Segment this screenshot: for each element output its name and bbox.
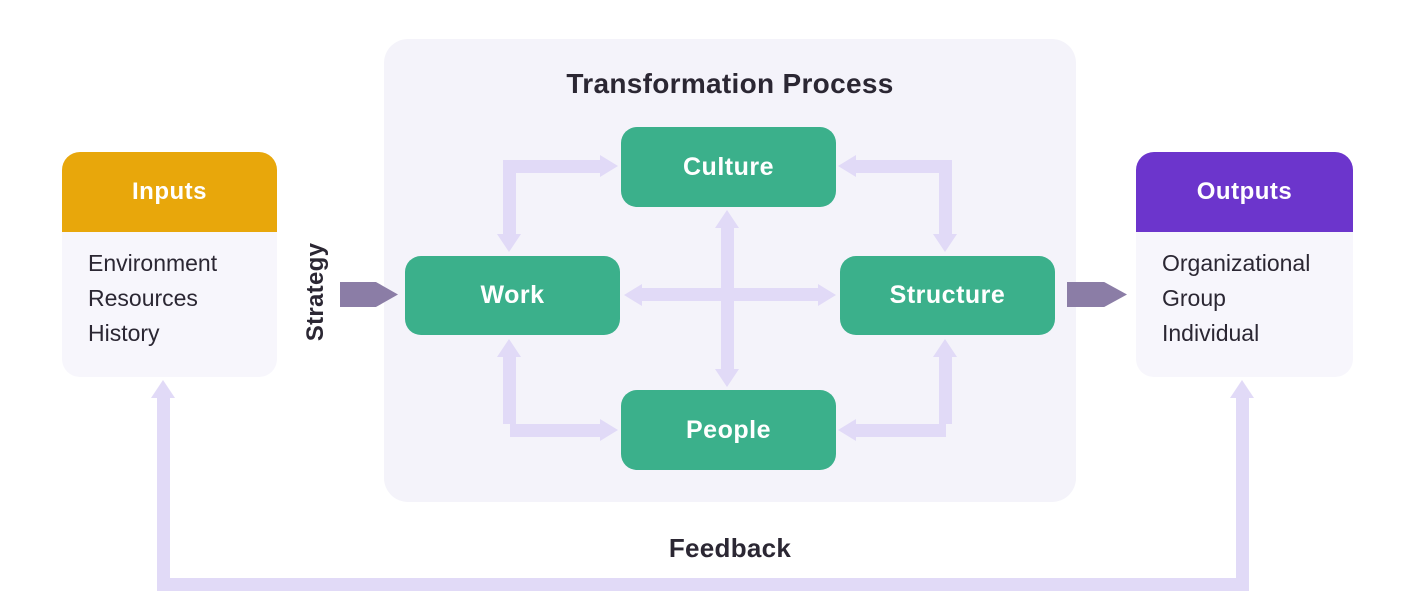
arrowhead-up-icon [497,339,521,357]
inputs-item: History [88,320,160,346]
outputs-arrow-icon [1067,282,1127,307]
connector-line [642,288,818,301]
arrowhead-right-icon [600,155,618,177]
arrowhead-up-icon [715,210,739,228]
arrowhead-left-icon [624,284,642,306]
outputs-item: Organizational [1162,250,1311,276]
outputs-card-header: Outputs [1136,152,1353,232]
inputs-item: Resources [88,285,198,311]
connector-line [510,160,600,173]
arrowhead-right-icon [600,419,618,441]
connector-line [939,357,952,424]
node-people: People [621,390,836,470]
feedback-line-right [1236,398,1249,591]
outputs-card-body: Organizational Group Individual [1136,232,1353,351]
connector-line [856,160,946,173]
feedback-label: Feedback [668,533,792,563]
arrowhead-up-icon [1230,380,1254,398]
arrowhead-down-icon [715,369,739,387]
node-culture: Culture [621,127,836,207]
outputs-card: Outputs Organizational Group Individual [1136,152,1353,377]
feedback-line-left [157,398,170,591]
connector-line [503,357,516,424]
arrowhead-down-icon [497,234,521,252]
inputs-card-header: Inputs [62,152,277,232]
arrowhead-up-icon [151,380,175,398]
outputs-item: Group [1162,285,1226,311]
node-structure: Structure [840,256,1055,335]
node-work: Work [405,256,620,335]
arrowhead-down-icon [933,234,957,252]
connector-line [510,424,600,437]
outputs-item: Individual [1162,320,1260,346]
inputs-card-body: Environment Resources History [62,232,277,351]
panel-title: Transformation Process [566,68,894,99]
inputs-card: Inputs Environment Resources History [62,152,277,377]
arrowhead-right-icon [818,284,836,306]
inputs-item: Environment [88,250,218,276]
connector-line [939,160,952,234]
connector-line [503,160,516,234]
connector-line [856,424,946,437]
arrowhead-left-icon [838,155,856,177]
arrowhead-left-icon [838,419,856,441]
strategy-label: Strategy [302,242,329,342]
arrowhead-up-icon [933,339,957,357]
feedback-line-bottom [157,578,1249,591]
